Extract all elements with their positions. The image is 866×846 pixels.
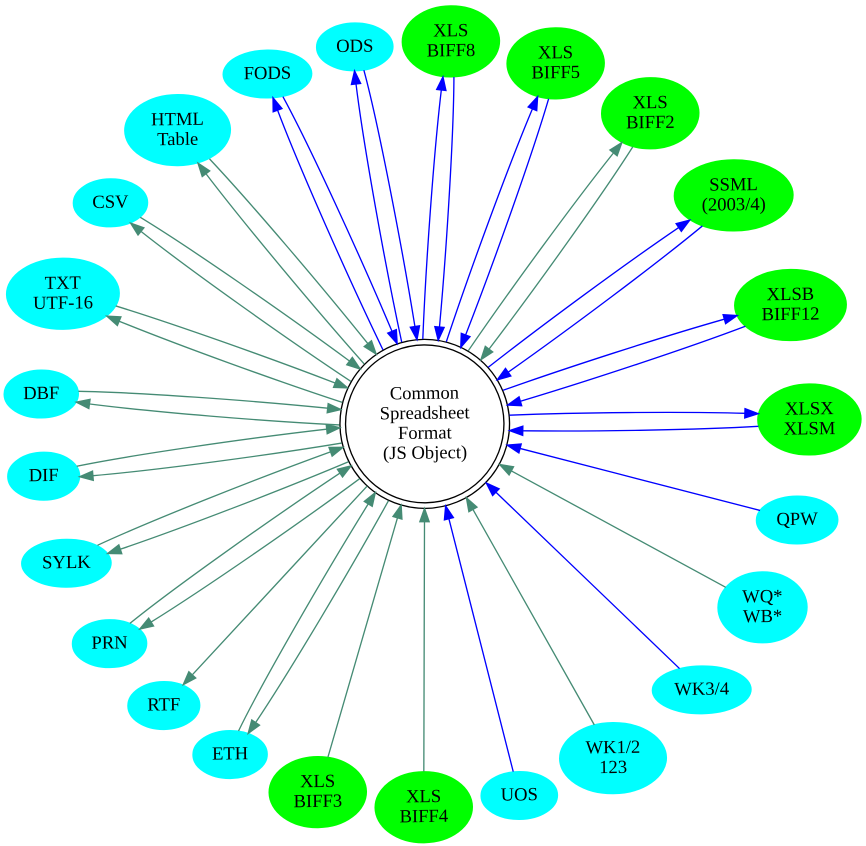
svg-text:BIFF5: BIFF5 [531,62,580,84]
svg-text:Common: Common [390,383,460,405]
svg-text:DBF: DBF [23,383,59,404]
svg-text:Format: Format [398,422,453,444]
svg-text:FODS: FODS [244,63,292,85]
svg-text:XLS: XLS [300,771,335,792]
svg-text:ETH: ETH [212,743,248,764]
svg-text:XLS: XLS [632,92,667,113]
svg-text:XLSM: XLSM [784,418,836,440]
svg-text:TXT: TXT [45,273,82,294]
svg-text:WK1/2: WK1/2 [585,737,640,759]
svg-text:XLS: XLS [538,42,573,63]
svg-text:Table: Table [157,129,198,150]
svg-text:(JS Object): (JS Object) [383,442,467,464]
svg-text:WQ*: WQ* [742,586,783,607]
svg-text:CSV: CSV [92,192,129,213]
svg-text:BIFF2: BIFF2 [626,112,675,134]
svg-text:BIFF12: BIFF12 [762,304,820,326]
svg-text:123: 123 [599,757,627,778]
svg-text:DIF: DIF [29,465,59,486]
svg-text:HTML: HTML [151,109,204,131]
svg-text:PRN: PRN [91,632,127,653]
svg-text:UTF-16: UTF-16 [33,292,93,314]
svg-text:XLS: XLS [433,20,468,41]
svg-text:XLSX: XLSX [785,398,834,420]
svg-text:Spreadsheet: Spreadsheet [380,402,471,424]
svg-text:XLS: XLS [406,786,441,807]
svg-text:RTF: RTF [147,694,180,715]
svg-text:BIFF8: BIFF8 [427,40,476,62]
svg-text:SSML: SSML [709,174,758,196]
svg-text:ODS: ODS [336,36,373,57]
svg-text:BIFF3: BIFF3 [293,791,342,813]
svg-text:WB*: WB* [743,606,783,627]
svg-text:SYLK: SYLK [42,552,91,574]
svg-text:QPW: QPW [776,509,818,530]
svg-text:(2003/4): (2003/4) [702,194,766,216]
svg-text:UOS: UOS [501,784,538,805]
svg-text:XLSB: XLSB [766,284,814,306]
svg-text:WK3/4: WK3/4 [674,678,729,700]
svg-text:BIFF4: BIFF4 [399,806,448,828]
